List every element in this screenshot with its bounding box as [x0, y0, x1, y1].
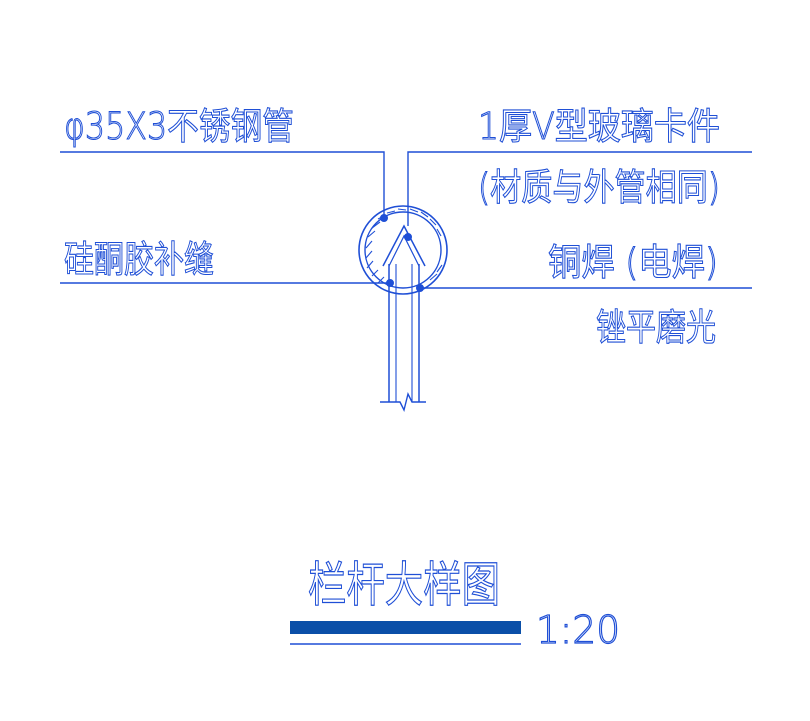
v-glass-clip: [382, 224, 426, 267]
label-sealant: 硅酮胶补缝: [64, 238, 214, 281]
tube-wall-hatch: [365, 208, 443, 284]
leader-dot-sealant: [386, 279, 394, 287]
label-pipe-spec: φ35X3不锈钢管: [64, 105, 294, 148]
label-grind: 锉平磨光: [596, 306, 716, 349]
drawing-scale: 1:20: [536, 608, 620, 652]
tube-inner-wall: [364, 211, 442, 289]
detail-geometry: [60, 151, 752, 413]
leader-dot-pipe: [380, 214, 388, 222]
v-glass-clip-inner: [388, 234, 420, 267]
leader-dot-clip: [404, 233, 412, 241]
tube-outer-wall: [358, 205, 448, 295]
label-weld: 铜焊 (电焊): [548, 241, 718, 284]
label-clip-spec: 1厚V型玻璃卡件: [478, 105, 720, 148]
break-line: [380, 391, 426, 413]
label-clip-material: (材质与外管相同): [478, 166, 720, 209]
leader-dot-weld: [416, 284, 424, 292]
title-underline-thick: [290, 621, 521, 634]
leader-line-clip-spec: [407, 151, 752, 226]
leader-line-pipe-spec: [60, 151, 385, 216]
drawing-title: 栏杆大样图: [308, 557, 500, 613]
